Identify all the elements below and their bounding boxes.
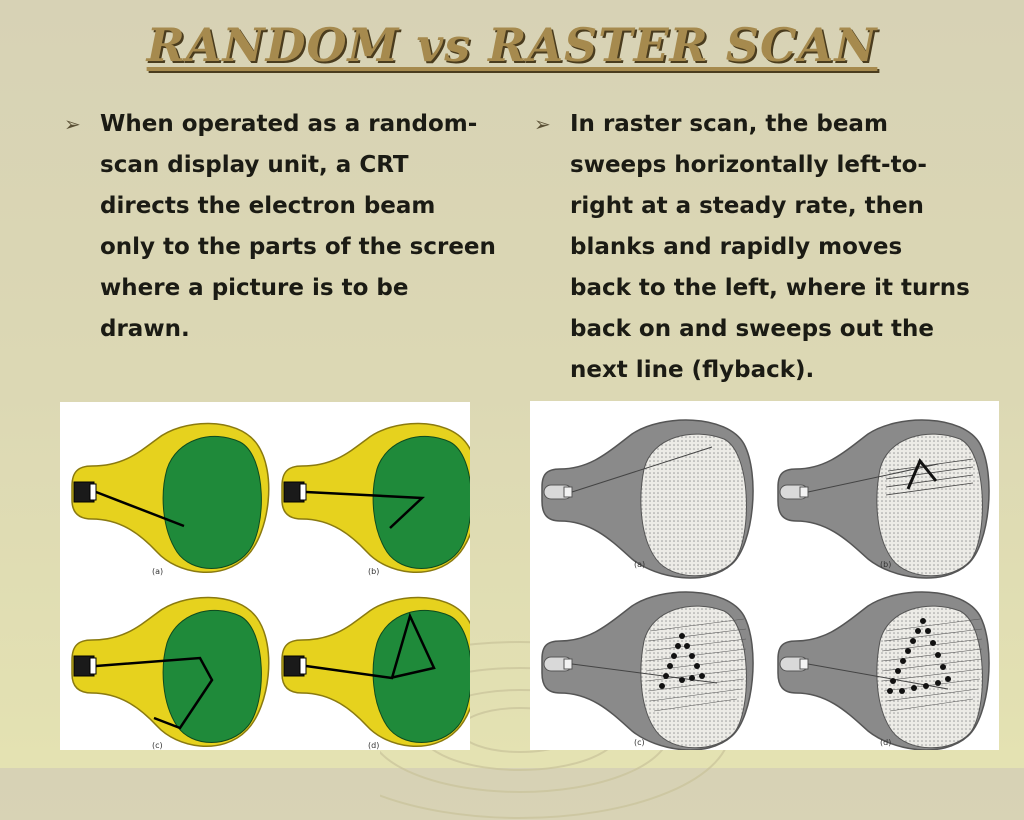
text-line: blanks and rapidly moves	[570, 234, 903, 260]
figure-label-c: (c)	[634, 738, 645, 747]
text-line: next line (flyback).	[570, 357, 815, 383]
left-column-text: ➢ When operated as a random- scan displa…	[60, 104, 500, 350]
figure-label-a: (a)	[634, 560, 645, 569]
text-line: When operated as a random-	[100, 111, 478, 137]
crt-raster-c	[541, 591, 754, 750]
figure-label-b: (b)	[368, 567, 379, 576]
figure-label-d: (d)	[880, 738, 891, 747]
crt-random-c	[71, 596, 270, 748]
figure-label-b: (b)	[880, 560, 891, 569]
figure-label-c: (c)	[152, 741, 163, 750]
crt-random-b	[281, 422, 470, 574]
text-line: sweeps horizontally left-to-	[570, 152, 927, 178]
text-line: directs the electron beam	[100, 193, 436, 219]
crt-random-d	[281, 596, 470, 748]
figure-label-a: (a)	[152, 567, 163, 576]
right-bullet-item: ➢ In raster scan, the beam sweeps horizo…	[530, 104, 970, 391]
text-line: right at a steady rate, then	[570, 193, 924, 219]
text-line: back to the left, where it turns	[570, 275, 970, 301]
crt-raster-a	[541, 419, 754, 579]
crt-random-a	[71, 422, 270, 574]
crt-raster-d	[777, 591, 990, 750]
text-line: scan display unit, a CRT	[100, 152, 409, 178]
arrow-right-icon: ➢	[64, 112, 81, 136]
text-line: drawn.	[100, 316, 190, 342]
crt-raster-b	[777, 419, 990, 579]
text-line: In raster scan, the beam	[570, 111, 888, 137]
raster-scan-figure: (a) (b)	[530, 401, 999, 750]
text-line: where a picture is to be	[100, 275, 409, 301]
text-line: back on and sweeps out the	[570, 316, 934, 342]
left-bullet-item: ➢ When operated as a random- scan displa…	[60, 104, 500, 350]
slide-title: RANDOM vs RASTER SCAN	[146, 18, 878, 72]
text-line: only to the parts of the screen	[100, 234, 496, 260]
right-column-text: ➢ In raster scan, the beam sweeps horizo…	[530, 104, 970, 391]
figure-label-d: (d)	[368, 741, 379, 750]
arrow-right-icon: ➢	[534, 112, 551, 136]
random-scan-figure: (a) (b) (c) (d)	[60, 402, 470, 750]
